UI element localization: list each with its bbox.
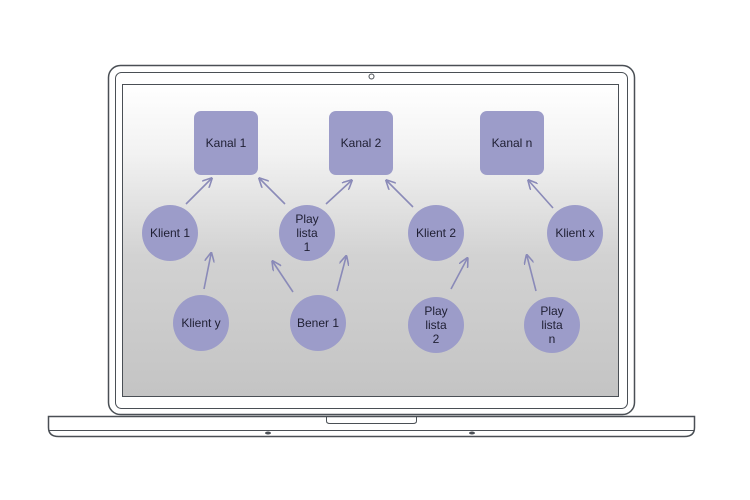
node-label: Bener 1	[296, 316, 340, 330]
node-kanal-1: Kanal 1	[194, 111, 258, 175]
laptop-foot-right	[469, 431, 475, 435]
node-label: Kanal n	[491, 136, 533, 150]
node-label: Kanal 1	[205, 136, 247, 150]
node-label-line-1: Play lista	[295, 212, 319, 240]
node-kanal-n: Kanal n	[480, 111, 544, 175]
node-label-line-1: Play lista	[540, 304, 564, 332]
node-label: Kanal 2	[340, 136, 382, 150]
node-klient-1: Klient 1	[142, 205, 198, 261]
camera-icon	[368, 73, 375, 80]
node-play-lista-n: Play lista n	[524, 297, 580, 353]
node-klient-x: Klient x	[547, 205, 603, 261]
node-kanal-2: Kanal 2	[329, 111, 393, 175]
node-play-lista-2: Play lista 2	[408, 297, 464, 353]
node-label-line-2: 2	[432, 332, 440, 346]
node-klient-2: Klient 2	[408, 205, 464, 261]
laptop-foot-left	[265, 431, 271, 435]
node-label: Klient 2	[415, 226, 457, 240]
node-play-lista-1: Play lista 1	[279, 205, 335, 261]
node-klient-y: Klient y	[173, 295, 229, 351]
node-label-line-2: n	[548, 332, 556, 346]
node-label-line-1: Play lista	[424, 304, 448, 332]
node-label: Klient 1	[149, 226, 191, 240]
laptop-bezel	[115, 72, 628, 409]
node-label: Klient y	[181, 316, 221, 330]
laptop-base	[47, 415, 696, 438]
laptop-notch	[326, 416, 417, 424]
node-label-line-2: 1	[303, 240, 311, 254]
node-bener-1: Bener 1	[290, 295, 346, 351]
node-label: Klient x	[555, 226, 595, 240]
